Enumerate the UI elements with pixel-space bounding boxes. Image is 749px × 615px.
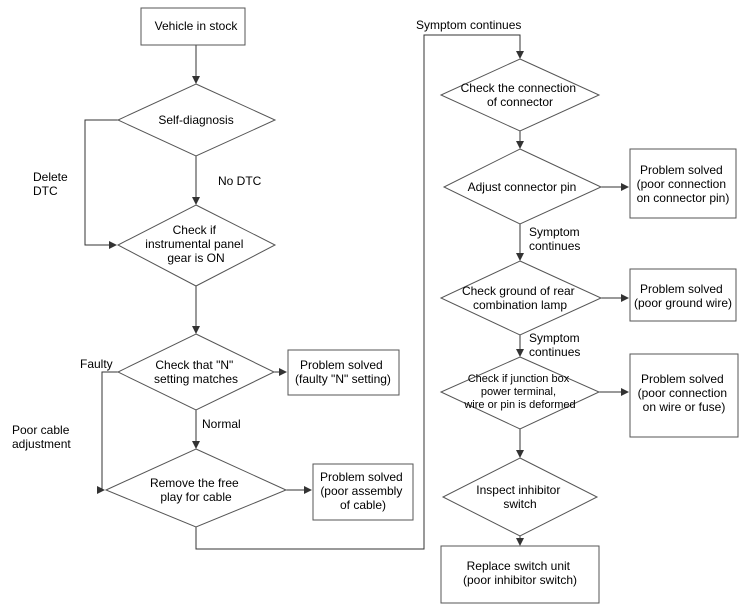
edge-label-symptom-continues-2: Symptom continues bbox=[529, 331, 583, 359]
node-inspect-inhibitor-diamond bbox=[441, 457, 599, 537]
edge-label-symptom-continues-top: Symptom continues bbox=[416, 18, 521, 32]
node-solved-connector-pin-box bbox=[629, 148, 737, 219]
node-check-connection-diamond bbox=[439, 58, 601, 132]
node-check-instrument-panel-diamond bbox=[116, 204, 277, 287]
edge-label-delete-dtc: Delete DTC bbox=[33, 170, 71, 198]
node-self-diagnosis-diamond bbox=[116, 83, 277, 157]
edge-label-poor-cable-adjustment: Poor cable adjustment bbox=[12, 423, 73, 451]
label-solved-ground-wire: Problem solved (poor ground wire) bbox=[634, 282, 732, 310]
node-solved-ground-wire-box bbox=[629, 268, 737, 322]
connectors bbox=[84, 34, 629, 550]
node-remove-free-play-diamond bbox=[104, 448, 288, 528]
node-solved-wire-fuse-box bbox=[629, 353, 739, 438]
edge-labels: Delete DTC No DTC Faulty Normal Poor cab… bbox=[12, 18, 583, 451]
label-solved-cable-assembly: Problem solved (poor assembly of cable) bbox=[320, 470, 406, 512]
node-vehicle-in-stock-box bbox=[140, 7, 246, 46]
label-inspect-inhibitor: Inspect inhibitor switch bbox=[476, 483, 563, 511]
label-remove-free-play: Remove the free play for cable bbox=[150, 476, 242, 504]
node-adjust-connector-pin-diamond bbox=[442, 148, 603, 225]
label-check-ground: Check ground of rear combination lamp bbox=[462, 284, 578, 312]
label-solved-connector-pin: Problem solved (poor connection on conne… bbox=[637, 163, 730, 205]
edge-label-no-dtc: No DTC bbox=[218, 174, 262, 188]
edge-label-normal: Normal bbox=[202, 417, 241, 431]
label-check-n-setting: Check that "N" setting matches bbox=[154, 358, 238, 386]
label-vehicle-in-stock: Vehicle in stock bbox=[155, 19, 239, 33]
edge-delete-dtc-loop bbox=[84, 119, 118, 249]
label-solved-n-setting: Problem solved (faulty "N" setting) bbox=[295, 358, 391, 386]
node-check-junction-box-diamond bbox=[439, 356, 601, 430]
node-check-ground-diamond bbox=[439, 260, 603, 336]
label-check-junction-box: Check if junction box power terminal, wi… bbox=[463, 373, 575, 411]
node-labels: Vehicle in stock Self-diagnosis Check if… bbox=[145, 19, 732, 587]
node-check-n-setting-diamond bbox=[116, 333, 276, 411]
node-replace-switch-box bbox=[440, 545, 600, 604]
edge-faulty-loop bbox=[97, 371, 118, 494]
edge-label-symptom-continues-1: Symptom continues bbox=[529, 225, 583, 253]
label-solved-wire-fuse: Problem solved (poor connection on wire … bbox=[638, 372, 731, 414]
label-replace-switch: Replace switch unit (poor inhibitor swit… bbox=[463, 559, 577, 587]
edge-symptom-continues-transfer bbox=[195, 34, 524, 550]
node-solved-n-setting-box bbox=[287, 349, 400, 396]
label-check-connection: Check the connection of connector bbox=[461, 81, 580, 109]
node-solved-cable-assembly-box bbox=[312, 463, 414, 521]
edge-label-faulty: Faulty bbox=[80, 357, 113, 371]
shapes bbox=[104, 7, 739, 604]
label-check-instrument-panel: Check if instrumental panel gear is ON bbox=[145, 223, 246, 265]
label-self-diagnosis: Self-diagnosis bbox=[158, 113, 233, 127]
label-adjust-connector-pin: Adjust connector pin bbox=[468, 180, 577, 194]
